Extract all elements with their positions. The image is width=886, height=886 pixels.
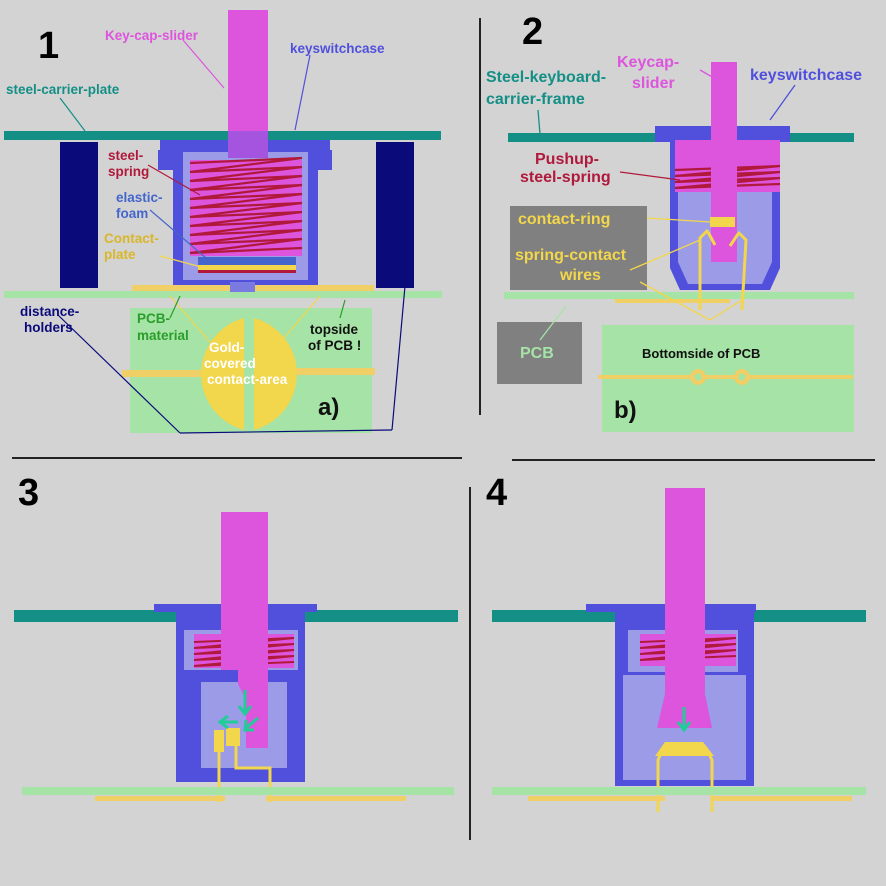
label-carrier-frame-2: carrier-frame (486, 91, 585, 108)
label-spring-contact-wires-1: spring-contact (515, 247, 627, 264)
panel-1-number: 1 (38, 25, 59, 67)
keycap-slider-2 (711, 62, 737, 262)
pcb-trace-2 (615, 299, 730, 303)
label-gold-3: contact-area (207, 372, 288, 387)
arrows-3 (217, 690, 259, 732)
label-key-cap-slider: Key-cap-slider (105, 28, 199, 43)
label-keyswitchcase-1: keyswitchcase (290, 41, 385, 56)
gold-contact-half-left (201, 318, 244, 430)
label-contact-plate-1: Contact- (104, 231, 159, 246)
switch-case-tab-left-1 (158, 150, 174, 170)
key-cap-slider-overlap-1 (228, 131, 268, 158)
label-sub-a: a) (318, 394, 339, 421)
label-gold-2: covered (204, 356, 256, 371)
panel-2-number: 2 (522, 11, 543, 53)
pcb-trace-4-left (528, 796, 665, 801)
steel-carrier-plate (4, 131, 441, 140)
pcb-bar-1 (4, 291, 442, 298)
label-distance-holders-2: holders (24, 320, 73, 335)
label-topside-2: of PCB ! (308, 338, 361, 353)
label-steel-spring-1: steel- (108, 148, 143, 163)
switch-case-foot-1 (230, 282, 255, 292)
label-sub-b: b) (614, 397, 637, 424)
label-keyswitchcase-2: keyswitchcase (750, 67, 862, 84)
panel-4-number: 4 (486, 472, 507, 514)
label-contact-plate-2: plate (104, 247, 136, 262)
pcb-bar-3 (22, 787, 454, 795)
switch-case-tab-right-1 (316, 150, 332, 170)
label-contact-ring: contact-ring (518, 211, 610, 228)
pcb-bar-4 (492, 787, 866, 795)
steel-spring-1 (189, 156, 303, 255)
contact-plate-base-1 (198, 270, 296, 273)
label-pushup-spring-1: Pushup- (535, 151, 599, 168)
key-slider-3 (221, 512, 268, 748)
arrow-4 (676, 707, 692, 733)
panel-3-number: 3 (18, 472, 39, 514)
label-steel-carrier-plate: steel-carrier-plate (6, 82, 120, 97)
contact-labels-box (510, 206, 647, 290)
label-distance-holders-1: distance- (20, 304, 79, 319)
label-pcb-material-2: material (137, 328, 189, 343)
spring-contact-wires (698, 228, 748, 311)
contact-spring-3 (226, 728, 240, 746)
label-gold-1: Gold- (209, 340, 244, 355)
panel-4: 4 (486, 472, 866, 812)
panel-2: 2 (486, 11, 862, 432)
label-steel-spring-2: spring (108, 164, 149, 179)
pcb-bar-2 (504, 292, 854, 299)
label-spring-contact-wires-2: wires (559, 267, 601, 284)
label-bottomside-of-pcb: Bottomside of PCB (642, 346, 760, 361)
pcb-label-box (497, 322, 582, 384)
leader-lines-2 (537, 69, 796, 341)
label-carrier-frame-1: Steel-keyboard- (486, 69, 606, 86)
contact-block-3 (214, 730, 224, 752)
label-topside-1: topside (310, 322, 358, 337)
label-keycap-slider-2: slider (632, 75, 675, 92)
contact-bridge-4 (655, 742, 714, 756)
distance-holder-right (376, 142, 414, 288)
contact-plate-1 (198, 265, 296, 273)
label-pcb-material-1: PCB- (137, 311, 170, 326)
pcb-trace-4-right (712, 796, 852, 801)
pcb-trace-3-left (95, 796, 225, 801)
elastic-foam-1 (198, 257, 296, 265)
leader-lines-1 (57, 39, 406, 434)
contact-ring (710, 217, 735, 227)
pcb-bottom-trace (598, 375, 853, 379)
label-elastic-foam-2: foam (116, 206, 148, 221)
solder-pad-left-hole (694, 373, 702, 381)
pcb-trace-3-right (266, 796, 406, 801)
label-keycap-slider-1: Keycap- (617, 54, 679, 71)
key-slider-4 (657, 488, 712, 728)
label-elastic-foam-1: elastic- (116, 190, 163, 205)
pcb-trace-right (285, 368, 375, 375)
distance-holder-left (60, 142, 98, 288)
panel-1: 1 (4, 10, 442, 434)
gold-contact-half-right (254, 318, 297, 430)
label-pushup-spring-2: steel-spring (520, 169, 611, 186)
pcb-trace-left (122, 370, 212, 377)
panel-3: 3 (14, 472, 458, 802)
label-pcb: PCB (520, 345, 554, 362)
solder-pad-right-hole (738, 373, 746, 381)
